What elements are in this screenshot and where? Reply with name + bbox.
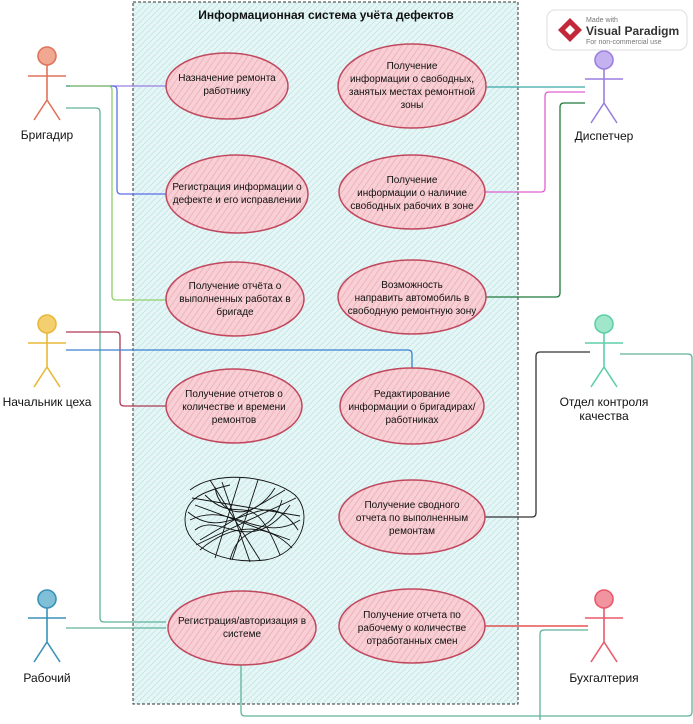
usecase-summary-report[interactable]: Получение сводного отчета по выполненным… bbox=[338, 479, 486, 555]
usecase-text: отчета по выполненным bbox=[356, 513, 468, 524]
usecase-text: Получение отчета по bbox=[363, 610, 461, 621]
usecase-text: свободную ремонтную зону bbox=[348, 305, 477, 317]
actor-shop-chief[interactable] bbox=[28, 314, 66, 388]
usecase-free-zones[interactable]: Получение информации о свободных, заняты… bbox=[337, 43, 487, 129]
usecase-text: количестве и времени bbox=[182, 402, 286, 413]
usecase-text: информации о наличие bbox=[357, 187, 467, 199]
actor-worker[interactable] bbox=[28, 589, 66, 663]
usecase-text: направить автомобиль в bbox=[355, 292, 470, 304]
usecase-text: работнику bbox=[203, 85, 250, 97]
usecase-text: дефекте и его исправлении bbox=[173, 194, 301, 206]
link-disp-uc8 bbox=[485, 102, 585, 298]
usecase-text: ремонтам bbox=[389, 526, 435, 537]
usecase-text: Получение отчетов о bbox=[185, 389, 283, 400]
visual-paradigm-watermark: Made with Visual Paradigm For non-commer… bbox=[546, 9, 688, 51]
usecase-brigade-report[interactable]: Получение отчёта о выполненных работах в… bbox=[165, 261, 305, 337]
usecase-free-workers[interactable]: Получение информации о наличие свободных… bbox=[338, 154, 486, 230]
watermark-brand: Visual Paradigm bbox=[586, 24, 679, 38]
usecase-text: Получение bbox=[387, 61, 438, 72]
usecase-text: Получение сводного bbox=[364, 500, 459, 511]
usecase-repair-reports[interactable]: Получение отчетов о количестве и времени… bbox=[165, 368, 303, 444]
link-foreman-uc5 bbox=[66, 107, 166, 623]
link-disp-uc7 bbox=[485, 91, 585, 193]
usecase-text: выполненных работах в bbox=[179, 293, 291, 305]
usecase-text: Регистрация информации о bbox=[172, 181, 302, 193]
usecase-text: работниках bbox=[385, 414, 438, 426]
actor-quality[interactable] bbox=[585, 314, 623, 388]
link-chief-uc9 bbox=[66, 349, 413, 368]
usecase-text: отработанных смен bbox=[366, 635, 457, 647]
usecase-text: информации о бригадирах/ bbox=[348, 401, 475, 413]
actor-worker-label: Рабочий bbox=[23, 671, 70, 685]
watermark-note: For non-commercial use bbox=[586, 39, 662, 46]
system-title: Информационная система учёта дефектов bbox=[198, 8, 453, 22]
usecase-text: свободных рабочих в зоне bbox=[350, 200, 474, 212]
actor-foreman-label: Бригадир bbox=[21, 128, 74, 142]
usecase-text: Возможность bbox=[381, 280, 443, 291]
usecase-text: Назначение ремонта bbox=[178, 73, 276, 84]
actor-quality-label-line2: качества bbox=[579, 409, 629, 423]
usecase-login[interactable]: Регистрация/авторизация в системе bbox=[167, 590, 317, 666]
associations bbox=[65, 85, 693, 720]
link-foreman-uc3 bbox=[66, 85, 166, 301]
usecase-text: Редактирование bbox=[374, 389, 451, 400]
usecase-text: информации о свободных, bbox=[350, 73, 474, 85]
usecase-text: рабочему о количестве bbox=[358, 622, 467, 634]
usecase-text: системе bbox=[223, 629, 261, 640]
link-quality-uc10 bbox=[485, 351, 590, 518]
actor-shop-chief-label: Начальник цеха bbox=[3, 395, 92, 409]
usecase-text: Регистрация/авторизация в bbox=[178, 616, 306, 627]
link-chief-uc4 bbox=[66, 331, 166, 407]
scribble-blob bbox=[184, 476, 305, 563]
actor-dispatcher[interactable] bbox=[585, 50, 623, 124]
actor-accounting-label: Бухгалтерия bbox=[569, 671, 638, 685]
watermark-made-with: Made with bbox=[586, 17, 618, 24]
usecase-text: Получение bbox=[387, 175, 438, 186]
actor-dispatcher-label: Диспетчер bbox=[575, 129, 634, 143]
usecase-text: занятых местах ремонтной bbox=[349, 87, 475, 98]
usecase-register-defect[interactable]: Регистрация информации о дефекте и его и… bbox=[165, 154, 309, 234]
usecase-text: ремонтов bbox=[212, 415, 256, 426]
usecase-edit-workers[interactable]: Редактирование информации о бригадирах/ … bbox=[339, 367, 485, 445]
usecase-assign-repair[interactable]: Назначение ремонта работнику bbox=[165, 52, 289, 120]
usecase-send-car[interactable]: Возможность направить автомобиль в свобо… bbox=[337, 259, 487, 335]
usecase-text: Получение отчёта о bbox=[189, 281, 282, 292]
usecase-shifts-report[interactable]: Получение отчета по рабочему о количеств… bbox=[338, 588, 486, 664]
usecase-text: бригаде bbox=[216, 306, 254, 318]
link-accounting-uc5 bbox=[539, 629, 588, 720]
actor-foreman[interactable] bbox=[28, 46, 66, 121]
usecase-text: зоны bbox=[401, 100, 424, 111]
link-foreman-uc2 bbox=[66, 85, 167, 195]
actor-quality-label: Отдел контроля bbox=[560, 395, 649, 409]
link-quality-uc5 bbox=[240, 353, 693, 717]
actor-accounting[interactable] bbox=[585, 589, 623, 663]
